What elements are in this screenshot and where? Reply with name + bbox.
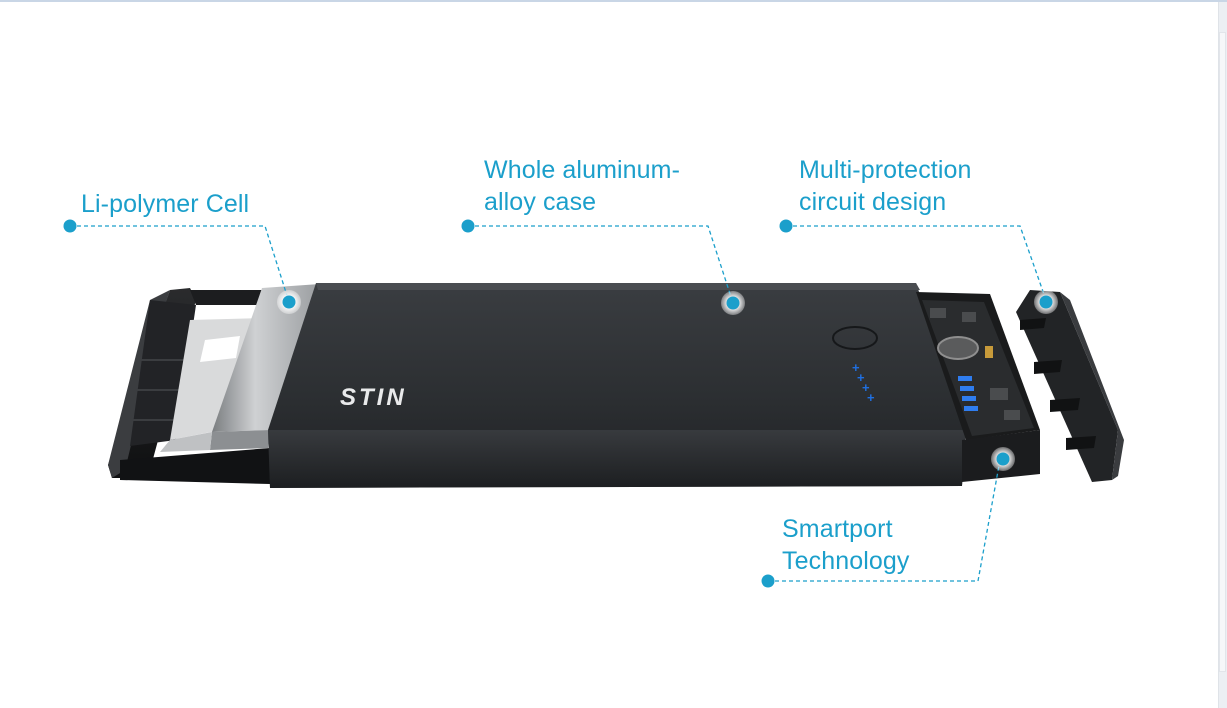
smartport-label-line1: Smartport	[782, 515, 893, 543]
cell-label: Li-polymer Cell	[81, 188, 249, 220]
case-label-dot	[461, 219, 475, 233]
case-label: Whole aluminum- alloy case	[484, 154, 680, 218]
case-leader-line	[468, 225, 734, 304]
brand-logo: STIN	[340, 384, 407, 411]
cell-label-dot	[63, 219, 77, 233]
circuit-label-line2: circuit design	[799, 188, 947, 216]
circuit-label: Multi-protection circuit design	[799, 154, 972, 218]
battery-level-leds: + + + +	[852, 360, 875, 405]
case-label-line2: alloy case	[484, 188, 597, 216]
svg-text:+: +	[852, 360, 860, 375]
smartport-leader-line	[768, 459, 1001, 582]
li-polymer-cell	[160, 284, 320, 452]
smartport-label: Smartport Technology	[782, 513, 909, 577]
svg-text:+: +	[857, 370, 865, 385]
circuit-label-dot	[779, 219, 793, 233]
smartport-label-line2: Technology	[782, 547, 910, 575]
svg-text:+: +	[862, 380, 870, 395]
circuit-board	[916, 292, 1040, 482]
callout-leaders	[70, 225, 1047, 582]
circuit-leader-line	[786, 225, 1047, 301]
cell-label-text: Li-polymer Cell	[81, 190, 250, 218]
smartport-label-dot	[761, 574, 775, 588]
window-top-border	[0, 0, 1227, 2]
case-label-line1: Whole aluminum-	[484, 156, 681, 184]
aluminum-case: + + + + STIN	[268, 283, 966, 488]
scrollbar-thumb[interactable]	[1219, 32, 1226, 672]
circuit-label-line1: Multi-protection	[799, 156, 972, 184]
vertical-scrollbar[interactable]	[1218, 2, 1227, 708]
right-end-cap	[1016, 290, 1124, 482]
svg-text:+: +	[867, 390, 875, 405]
left-end-cap	[108, 288, 270, 484]
callout-markers	[63, 219, 1058, 588]
cell-leader-line	[70, 225, 290, 303]
